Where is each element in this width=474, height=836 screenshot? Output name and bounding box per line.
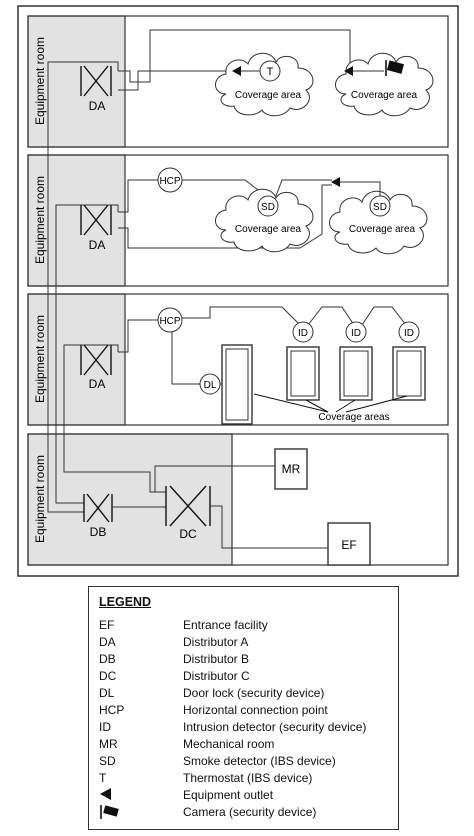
device-label-thermostat: T: [267, 66, 274, 78]
distributor-label: DA: [89, 238, 106, 252]
door-lock-device: [199, 373, 221, 395]
room-label-ef: EF: [341, 538, 356, 552]
hcp-node: [157, 167, 183, 193]
equipment-outlet-icon: [232, 66, 241, 76]
distributor-dc-symbol: [165, 485, 211, 527]
floor-box: [27, 433, 449, 566]
distributor-db-symbol: [83, 493, 113, 523]
windows: [286, 346, 426, 401]
equipment-room-label: Equipment room: [33, 176, 47, 264]
door: [221, 344, 253, 425]
coverage-areas-label: Coverage areas: [318, 412, 389, 423]
intrusion-detector-device: [292, 321, 314, 343]
coverage-area-cloud: [335, 52, 434, 117]
distributor-da-symbol: [80, 344, 112, 376]
distributor-da-symbol: [80, 204, 112, 236]
coverage-pointers: [253, 393, 408, 413]
device-label-id: ID: [351, 328, 361, 339]
floor-3: Equipment room DA HCP DL ID ID ID: [27, 293, 449, 426]
equipment-room-shading: [27, 293, 126, 426]
equipment-room-shading: [27, 433, 233, 566]
entrance-facility: [327, 522, 371, 566]
distributor-da-symbol: [80, 65, 112, 97]
coverage-area-label: Coverage area: [235, 224, 302, 235]
floor-plan-diagram: Equipment room DA T Coverage area Covera…: [17, 5, 459, 577]
equipment-room-label: Equipment room: [33, 37, 47, 125]
distributor-label: DA: [89, 377, 106, 391]
device-label-sd: SD: [261, 202, 275, 213]
hcp-label: HCP: [159, 316, 180, 327]
floor-box: [27, 15, 449, 148]
equipment-outlet-icon: [100, 788, 111, 800]
camera-icon: [385, 60, 405, 76]
mechanical-room: [274, 448, 308, 490]
floor-2: Equipment room DA HCP SD SD Coverage are…: [27, 154, 449, 287]
room-label-mr: MR: [282, 462, 301, 476]
backbone-cable: [63, 344, 166, 493]
thermostat-device: [259, 60, 281, 82]
building-outline: [17, 5, 459, 577]
equipment-room-label: Equipment room: [33, 455, 47, 543]
equipment-outlet-icon: [344, 66, 353, 76]
device-label-sd: SD: [373, 202, 387, 213]
distributor-label: DB: [90, 525, 107, 539]
intrusion-detector-device: [398, 321, 420, 343]
distributor-label: DA: [89, 99, 106, 113]
device-label-id: ID: [404, 328, 414, 339]
intrusion-detector-device: [345, 321, 367, 343]
coverage-area-label: Coverage area: [235, 90, 302, 101]
backbone-cable: [47, 61, 119, 513]
legend-title: LEGEND: [99, 595, 152, 609]
camera-icon: [100, 805, 119, 819]
floor-box: [27, 154, 449, 287]
coverage-area-label: Coverage area: [351, 90, 418, 101]
floor-4: Equipment room DB DC MR EF: [27, 61, 449, 566]
floor-1: Equipment room DA T Coverage area Covera…: [27, 15, 449, 148]
distributor-label: DC: [179, 527, 197, 541]
equipment-room-label: Equipment room: [33, 315, 47, 403]
device-label-dl: DL: [204, 380, 217, 391]
backbone-cable: [55, 204, 119, 504]
equipment-outlet-icon: [331, 177, 340, 187]
hcp-node: [157, 307, 183, 333]
smoke-detector-device: [369, 195, 391, 217]
coverage-area-label: Coverage area: [349, 224, 416, 235]
smoke-detector-device: [257, 195, 279, 217]
device-label-id: ID: [298, 328, 308, 339]
hcp-label: HCP: [159, 176, 180, 187]
floor-box: [27, 293, 449, 426]
